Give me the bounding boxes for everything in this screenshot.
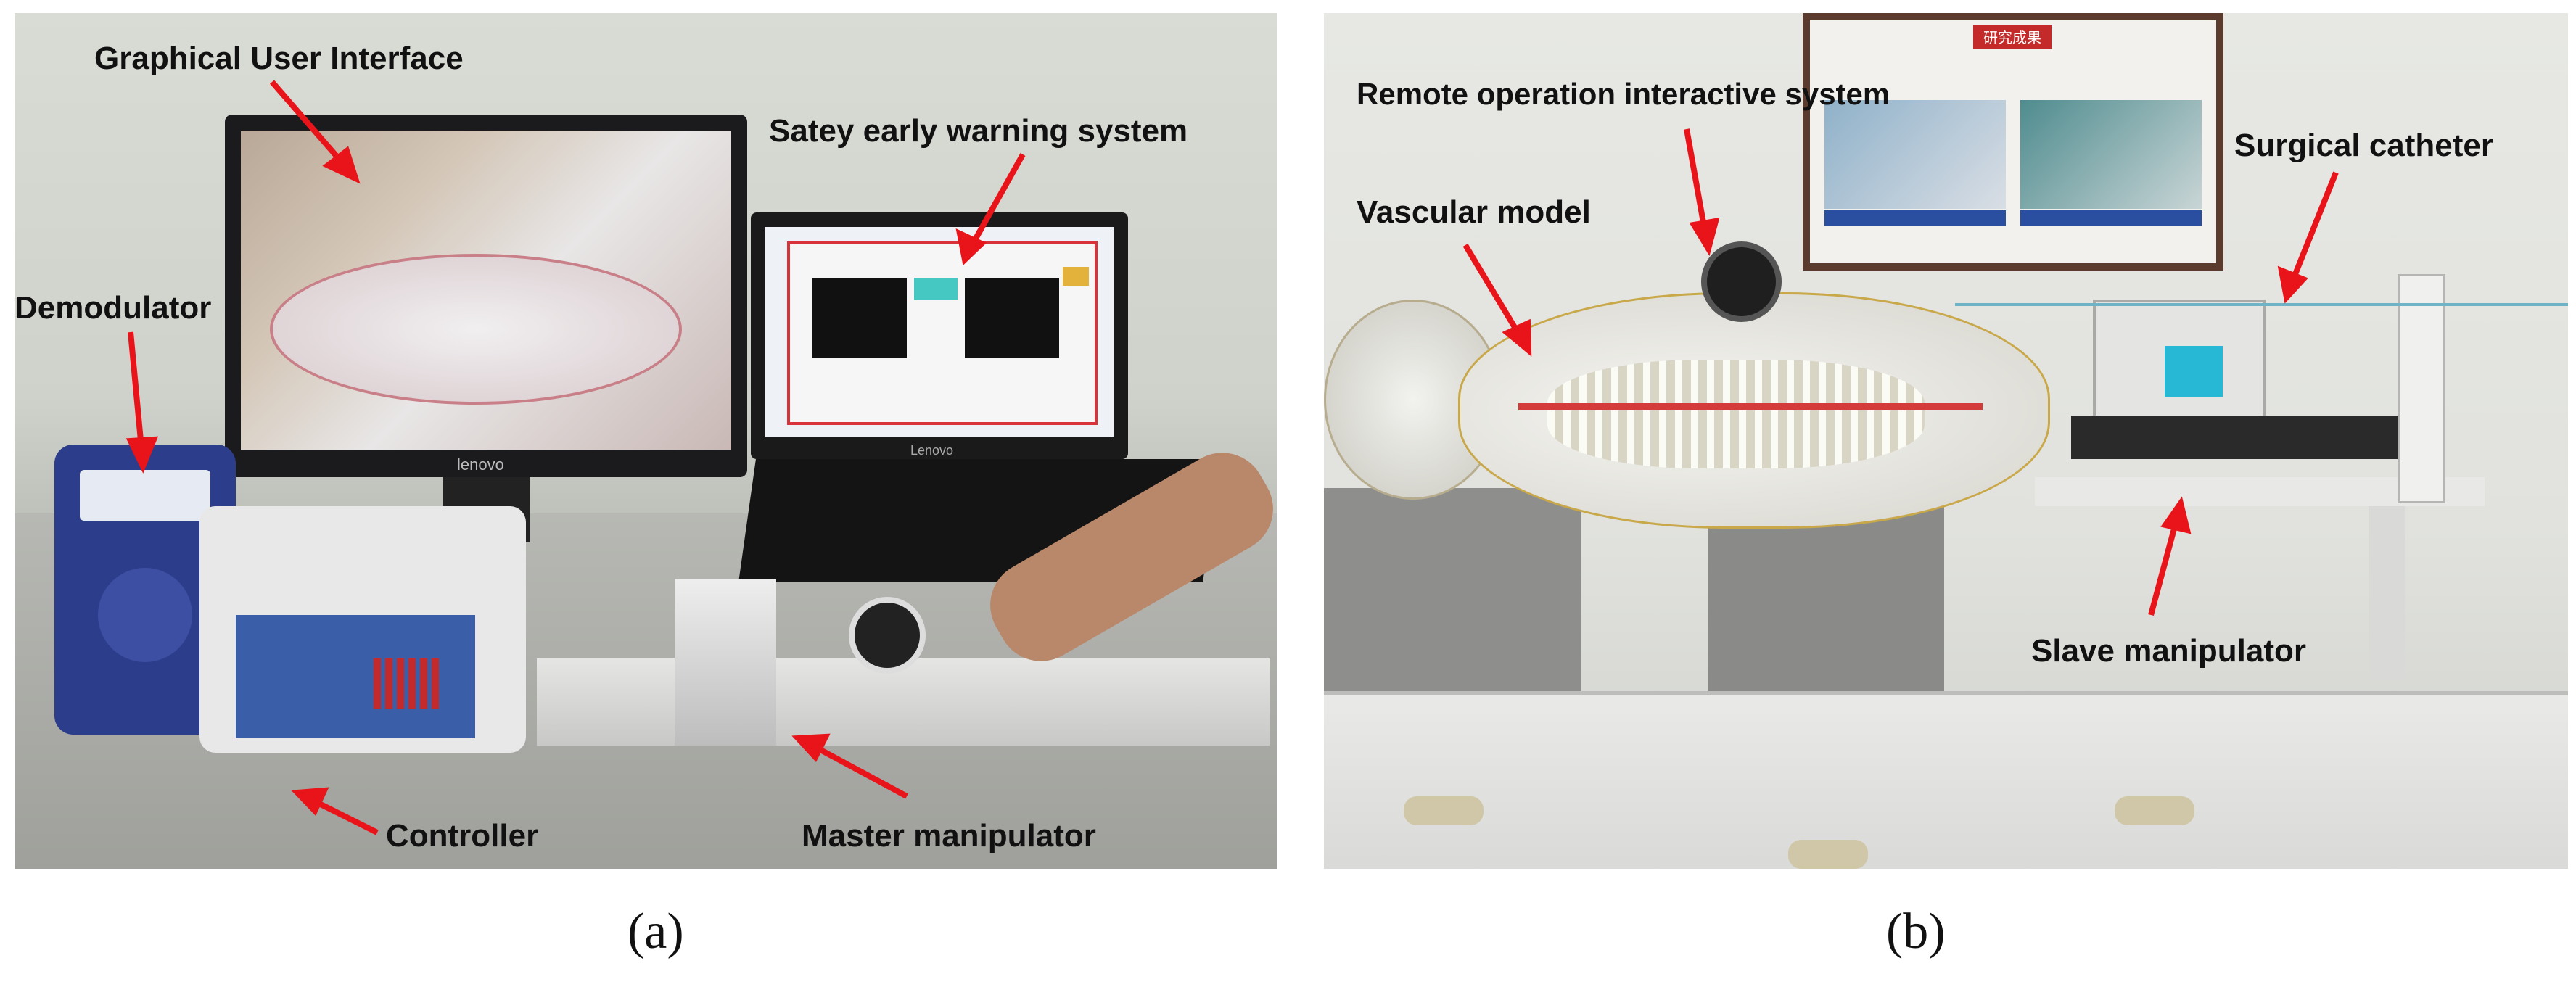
laptop: Lenovo: [751, 212, 1128, 459]
arrow-master-head: [791, 733, 831, 762]
cabinet-handle-1: [1404, 796, 1484, 825]
arrow-warning: [969, 153, 1026, 247]
slave-manipulator-tower: [2398, 274, 2445, 503]
laptop-brand: Lenovo: [910, 443, 954, 458]
encoder-wheel: [849, 597, 926, 674]
arrow-vascular: [1462, 243, 1523, 338]
arrow-remote-head: [1689, 218, 1720, 257]
arrow-gui-head: [322, 146, 361, 184]
arrow-demodulator-head: [125, 436, 159, 474]
arrow-controller: [310, 797, 379, 835]
controller-box: [199, 506, 526, 753]
annotation-arrows-a: [125, 80, 1026, 835]
arrow-controller-head: [291, 787, 329, 816]
label-vascular-model: Vascular model: [1357, 194, 1591, 230]
webcam: [1701, 241, 1782, 322]
monitor-screen-gui: [241, 131, 731, 450]
label-slave-manipulator: Slave manipulator: [2031, 633, 2307, 669]
caption-a: (a): [627, 904, 684, 959]
arrow-demodulator: [128, 331, 144, 449]
concrete-block-left: [1324, 488, 1581, 691]
arrow-remote: [1684, 128, 1708, 231]
label-remote-operation: Remote operation interactive system: [1357, 77, 1890, 111]
arrow-catheter: [2289, 171, 2339, 283]
arrow-master: [811, 743, 908, 799]
photo-panel-a: lenovo Lenovo Graphical User Interface S…: [15, 13, 1277, 869]
slave-manipulator-legs: [2369, 506, 2405, 680]
wall-poster: 研究成果: [1803, 13, 2223, 271]
arrow-vascular-head: [1502, 318, 1532, 357]
label-warning-system: Satey early warning system: [769, 113, 1188, 149]
label-controller: Controller: [386, 818, 539, 854]
arrow-catheter-head: [2277, 265, 2308, 304]
laptop-screen-warning-system: [765, 227, 1114, 437]
cabinet-handle-3: [2115, 796, 2194, 825]
label-demodulator: Demodulator: [15, 290, 212, 326]
slave-manipulator-rail: [2071, 416, 2398, 459]
poster-title: 研究成果: [1973, 25, 2052, 49]
slave-manipulator-frame: [2093, 300, 2266, 421]
caption-b: (b): [1886, 904, 1946, 959]
monitor-brand: lenovo: [457, 455, 504, 474]
label-gui: Graphical User Interface: [94, 41, 464, 76]
master-manipulator-rail: [537, 658, 1270, 746]
arrow-gui: [269, 80, 347, 168]
vascular-model-torso: [1458, 292, 2050, 529]
vascular-model-on-screen: [270, 254, 682, 405]
controller-pcb: [236, 615, 475, 738]
lab-counter: [1324, 691, 2568, 869]
surgical-catheter-line: [1955, 303, 2568, 306]
vascular-model-head: [1324, 300, 1502, 500]
photo-panel-b: 研究成果 Remote operation interactive system…: [1324, 13, 2568, 869]
arrow-slave-head: [2160, 496, 2192, 534]
arrow-slave: [2148, 519, 2179, 616]
cabinet-handle-2: [1788, 840, 1868, 869]
label-surgical-catheter: Surgical catheter: [2234, 128, 2494, 163]
arrow-warning-head: [955, 228, 987, 265]
desktop-monitor: lenovo: [225, 115, 747, 477]
master-manipulator-carriage: [675, 579, 776, 746]
label-master-manipulator: Master manipulator: [802, 818, 1096, 854]
annotation-arrows-b: [1462, 128, 2339, 616]
